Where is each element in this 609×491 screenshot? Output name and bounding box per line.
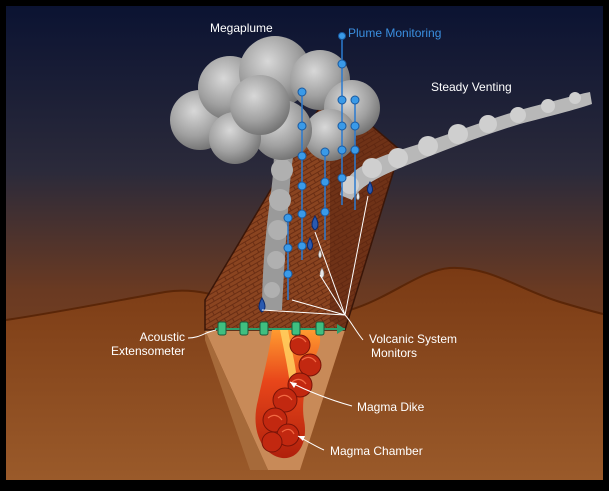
leader-lines	[187, 195, 369, 451]
label-acoustic: Acoustic	[139, 330, 185, 344]
label-extensometer: Extensometer	[110, 344, 185, 358]
mooring-floats	[283, 32, 360, 279]
volcanic-monitor-drops	[258, 180, 373, 313]
label-plume-monitoring: Plume Monitoring	[348, 26, 442, 40]
label-megaplume: Megaplume	[210, 21, 273, 35]
label-monitors: Monitors	[371, 346, 418, 360]
label-steady-venting: Steady Venting	[431, 80, 512, 94]
steady-venting-plume	[340, 92, 592, 200]
magma-chamber	[261, 334, 322, 453]
label-volcanic-system: Volcanic System	[369, 332, 458, 346]
label-magma-chamber: Magma Chamber	[330, 444, 423, 458]
label-magma-dike: Magma Dike	[357, 400, 425, 414]
acoustic-extensometer	[215, 321, 345, 336]
